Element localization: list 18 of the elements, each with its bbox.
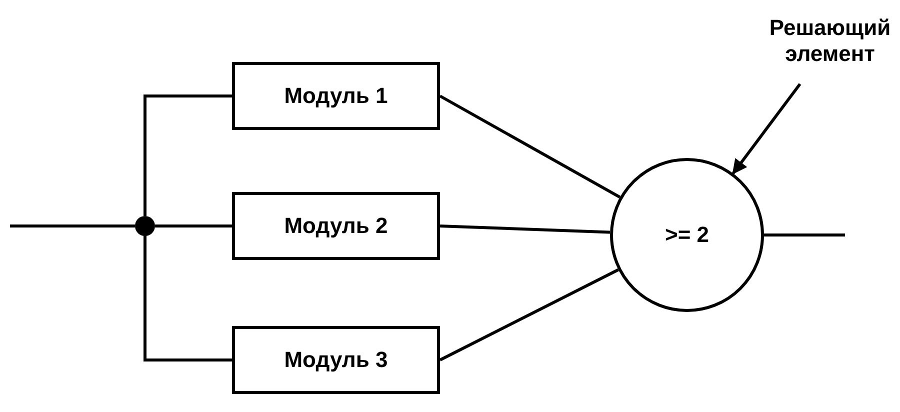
node-label: Модуль 1 (284, 83, 388, 109)
connector-line (764, 234, 845, 236)
module-box (232, 326, 440, 394)
connector-line (10, 224, 135, 228)
junction-dot (135, 216, 155, 236)
arrow (732, 83, 802, 175)
connector-line (440, 224, 610, 234)
node-label: Модуль 3 (284, 347, 388, 373)
connector-line (155, 224, 232, 228)
node-label: >= 2 (664, 222, 710, 248)
connector-line (144, 236, 232, 362)
module-box (232, 192, 440, 260)
connector-line (144, 94, 232, 216)
node-label: Модуль 2 (284, 213, 388, 239)
connector-line (439, 94, 621, 199)
module-box (232, 62, 440, 130)
callout-text: Решающий элемент (760, 10, 900, 72)
connector-line (439, 268, 619, 362)
